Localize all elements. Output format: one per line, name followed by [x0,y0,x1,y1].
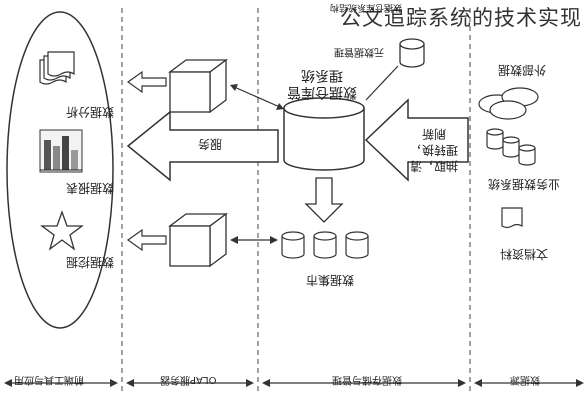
external-data-icon [478,87,539,120]
document-stack-icon [39,51,75,85]
etl-arrow-label: 抽取，清理转换，刷新 [410,127,459,173]
olap-cube-bottom [168,212,228,268]
warehouse-cylinder [283,97,365,171]
front-tool-analysis: 数据分析 [66,105,115,119]
column-storage: 数据存储与管理 [332,374,402,385]
source-external-data: 外部数据 [498,63,547,77]
column-olap: OLAP服务器 [160,374,217,385]
source-business-system: 业务数据系统 [488,177,561,191]
source-documents: 文档资料 [500,247,549,261]
serve-arrow [126,110,279,182]
metadata-cylinder [399,38,425,68]
column-front-end: 前端工具与应用 [14,374,84,385]
datamart-label: 数据集市 [306,273,355,287]
datamart-cylinder-3 [345,231,369,259]
etl-arrow [364,98,469,182]
olap-cube-top [168,58,228,114]
document-icon [501,207,523,229]
datamart-cylinder-1 [281,231,305,259]
bar-chart-icon [39,129,83,173]
column-sources: 数据源 [510,374,540,385]
front-end-ellipse [6,11,114,329]
warehouse-label: 数据仓库管理系统 [287,67,357,100]
datamart-cylinder-2 [313,231,337,259]
front-tool-reports: 数据报表 [66,181,115,195]
diagram-title: 数据仓库系统结构 [330,2,403,12]
serve-arrow-label: 服务 [198,137,223,151]
business-db-icon [486,128,536,166]
overlay-title: 公文追踪系统的技术实现 [340,6,582,30]
star-icon [40,210,84,251]
front-tool-mining: 数据挖掘 [66,255,115,269]
metadata-label: 元数据管理 [334,46,384,57]
